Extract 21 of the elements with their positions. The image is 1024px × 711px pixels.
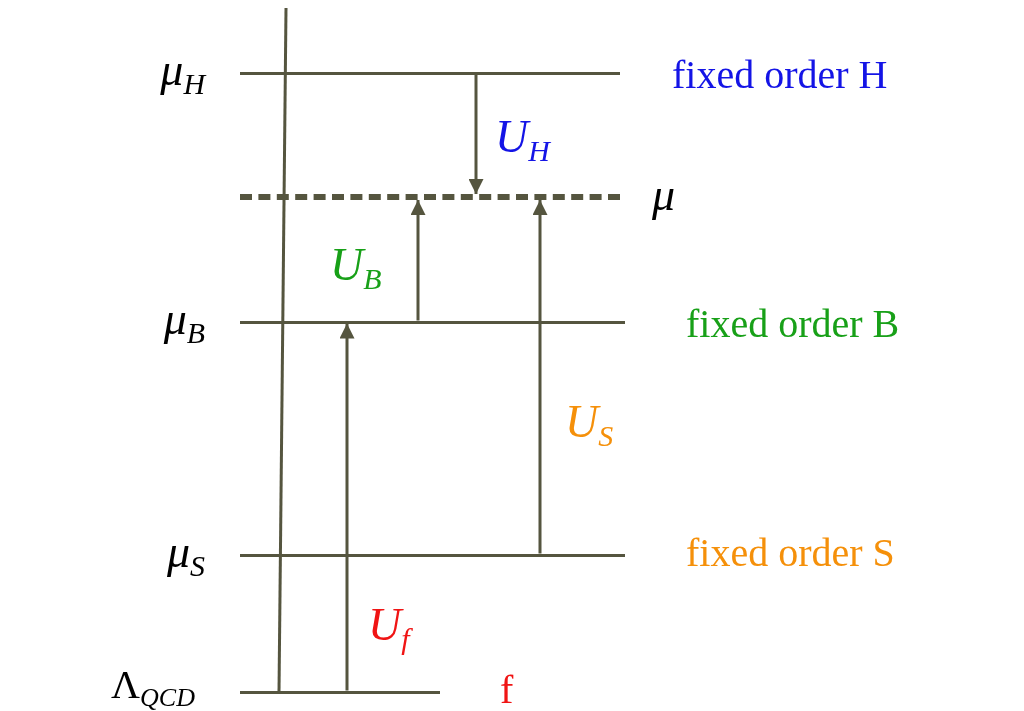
- scale-label: μ$_{B}$: [163, 296, 205, 348]
- scale-label: μ$_{S}$: [166, 529, 205, 581]
- flavor-label: f: [500, 670, 514, 710]
- edge-label: U$_{H}$: [495, 114, 550, 166]
- edge-label: U$_{S}$: [565, 399, 614, 451]
- dashed-scale-line: [240, 194, 620, 200]
- edge-label: U$_{B}$: [330, 242, 382, 294]
- scale-line: [240, 320, 625, 324]
- fixed-order-label: fixed order S: [686, 533, 895, 573]
- scale-line: [240, 71, 620, 75]
- scale-label: μ: [652, 172, 676, 218]
- scale-label: Λ$_{QCD}$: [111, 665, 195, 711]
- arrow: [410, 200, 426, 321]
- fixed-order-label: fixed order B: [686, 304, 900, 344]
- arrow: [532, 200, 548, 554]
- scale-line: [240, 553, 625, 557]
- arrow: [468, 74, 484, 194]
- arrow: [339, 323, 355, 691]
- fixed-order-label: fixed order H: [672, 55, 888, 95]
- scale-label: μ$_{H}$: [160, 47, 205, 99]
- scale-line: [240, 690, 440, 694]
